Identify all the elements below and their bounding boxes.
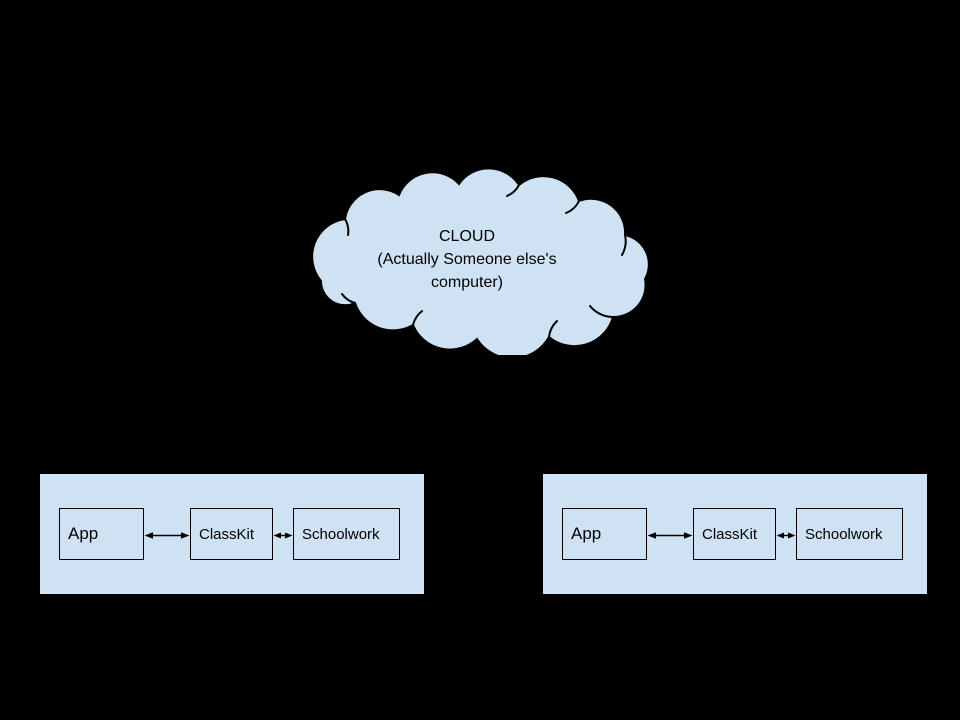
cloud-shape bbox=[311, 167, 650, 355]
arrow-head-left bbox=[273, 532, 281, 539]
cloud-lobe-tails bbox=[341, 184, 627, 338]
bidirectional-arrow-classkit-schoolwork bbox=[776, 532, 796, 539]
arrow-head-left bbox=[647, 532, 656, 539]
arrow-head-right bbox=[684, 532, 693, 539]
app-label: App bbox=[571, 524, 602, 543]
device-group-right: App ClassKit Schoolwork bbox=[542, 473, 928, 595]
bidirectional-arrow-app-classkit bbox=[144, 532, 190, 539]
bidirectional-arrow-classkit-schoolwork bbox=[273, 532, 293, 539]
schoolwork-box: Schoolwork bbox=[796, 508, 903, 560]
arrow-head-right bbox=[788, 532, 796, 539]
bidirectional-arrow-app-classkit bbox=[647, 532, 693, 539]
cloud-outline bbox=[311, 167, 650, 355]
schoolwork-box: Schoolwork bbox=[293, 508, 400, 560]
schoolwork-label: Schoolwork bbox=[805, 525, 883, 543]
arrow-head-left bbox=[144, 532, 153, 539]
arrow-head-left bbox=[776, 532, 784, 539]
device-group-left: App ClassKit Schoolwork bbox=[39, 473, 425, 595]
cloud-label: CLOUD (Actually Someone else's computer) bbox=[377, 228, 557, 291]
classkit-label: ClassKit bbox=[199, 525, 255, 543]
schoolwork-label: Schoolwork bbox=[302, 525, 380, 543]
classkit-label: ClassKit bbox=[702, 525, 758, 543]
classkit-box: ClassKit bbox=[190, 508, 273, 560]
app-box: App bbox=[562, 508, 647, 560]
arrow-head-right bbox=[181, 532, 190, 539]
app-box: App bbox=[59, 508, 144, 560]
classkit-box: ClassKit bbox=[693, 508, 776, 560]
app-label: App bbox=[68, 524, 99, 543]
arrow-head-right bbox=[285, 532, 293, 539]
